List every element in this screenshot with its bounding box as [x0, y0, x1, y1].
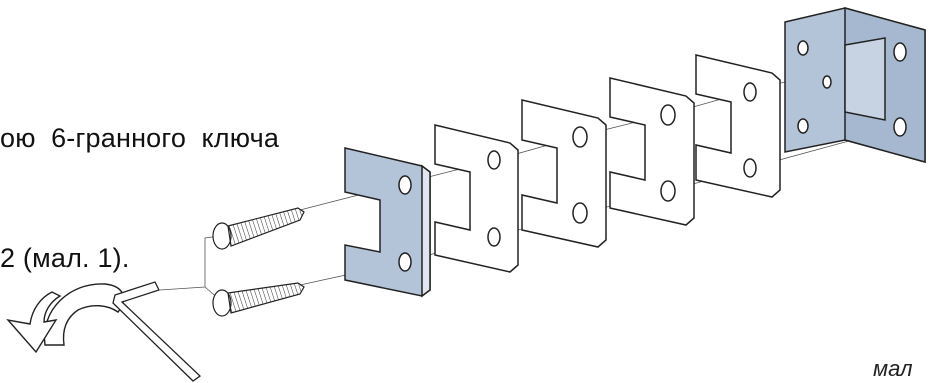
rotation-arrow-icon	[6, 283, 125, 354]
spacer-plate-4	[695, 54, 781, 198]
hex-key	[112, 281, 202, 382]
spacer-plate-1	[434, 124, 519, 273]
spacer-plate-3	[609, 77, 695, 226]
instruction-text: ою 6-гранного ключа 2 (мал. 1).	[0, 38, 279, 318]
screw-lower	[212, 282, 305, 317]
instruction-line-1: ою 6-гранного ключа	[0, 123, 280, 153]
corner-bracket	[784, 7, 926, 163]
screw-upper	[212, 207, 305, 250]
blue-front-plate	[344, 147, 431, 298]
spacer-plate-2	[521, 99, 607, 248]
instruction-line-2: 2 (мал. 1).	[0, 243, 130, 273]
figure-caption: мал	[873, 356, 913, 381]
